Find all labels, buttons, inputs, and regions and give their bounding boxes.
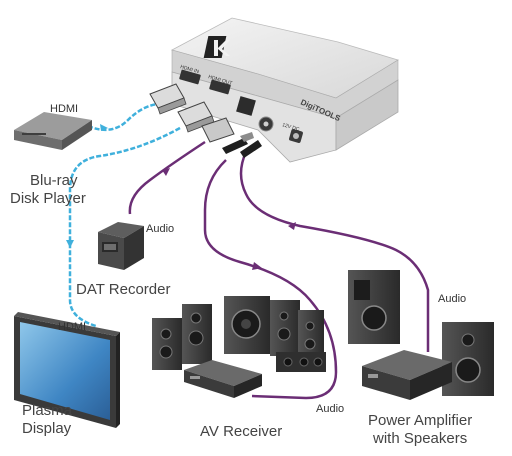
amp-speakers [348, 270, 494, 396]
power-amplifier [362, 350, 452, 400]
av-receiver [184, 360, 262, 398]
plasma-display [14, 312, 120, 428]
bluray-label-line2: Disk Player [10, 190, 86, 207]
av-receiver-label: AV Receiver [200, 423, 282, 440]
hdmi-out-cable-label: HDMI [58, 321, 86, 333]
amp-audio-cable-label: Audio [438, 293, 466, 305]
plasma-label-line1: Plasma [22, 402, 73, 419]
digital-audio-port [236, 96, 256, 116]
optical-audio-plug [201, 117, 235, 143]
power-port: 12V DC [281, 122, 303, 143]
av-speakers [152, 296, 326, 372]
hdmi-in-plug [149, 83, 187, 115]
power-port-label: 12V DC [281, 122, 300, 133]
audio-cable-receiver [203, 159, 338, 400]
digitools-device: DigiTOOLS HDMI IN HDMI OUT 12V DC [170, 17, 399, 163]
kramer-logo [203, 36, 230, 58]
receiver-audio-cable-label: Audio [316, 403, 344, 415]
bluray-label-line1: Blu-ray [30, 172, 78, 189]
hdmi-in-port-label: HDMI IN [179, 64, 199, 75]
coax-plug-receiver [222, 132, 254, 154]
audio-cable-dat [128, 140, 206, 215]
dat-recorder [98, 222, 144, 270]
amp-label-line1: Power Amplifier [368, 412, 472, 429]
hdmi-in-cable-label: HDMI [50, 103, 78, 115]
bluray-player [14, 112, 92, 150]
hdmi-cable-bluray [87, 102, 159, 132]
plasma-label-line2: Display [22, 420, 72, 437]
audio-cable-amplifier [239, 151, 430, 352]
dat-label: DAT Recorder [76, 281, 170, 298]
amp-label-line2: with Speakers [372, 430, 467, 447]
coax-plug-amplifier [240, 140, 262, 158]
hdmi-cable-plasma [66, 126, 181, 328]
hdmi-in-port: HDMI IN [179, 64, 201, 85]
dat-audio-cable-label: Audio [146, 223, 174, 235]
coax-audio-port [258, 116, 274, 132]
